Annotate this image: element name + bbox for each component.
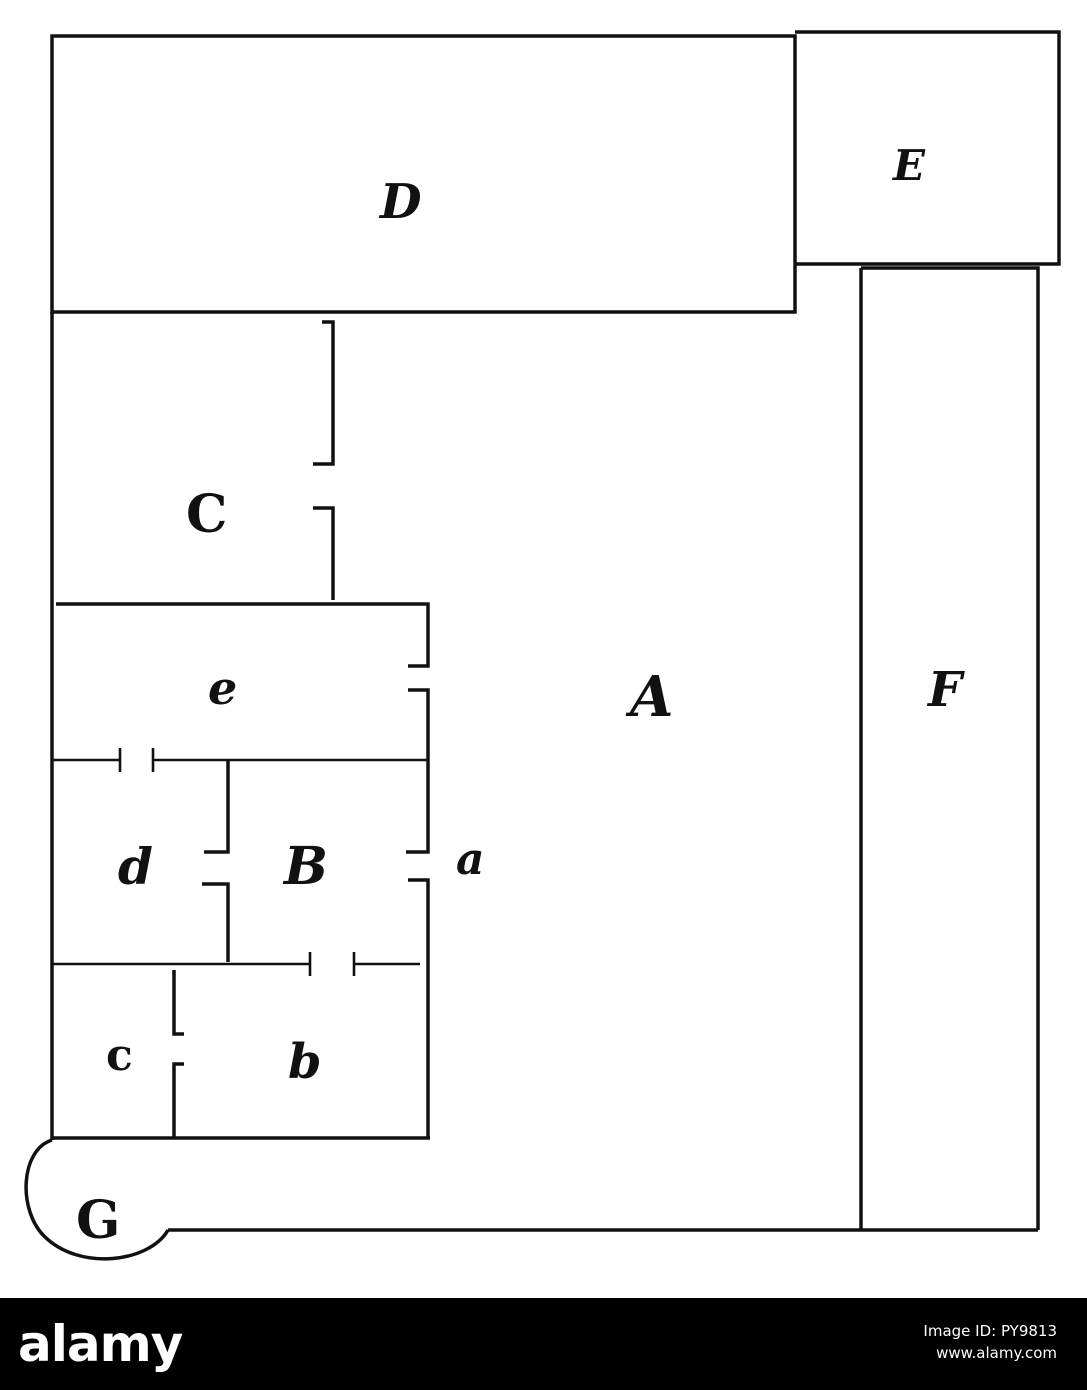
label-room-B: B — [282, 836, 328, 897]
room-E-outline — [795, 30, 1061, 266]
label-room-E: E — [892, 141, 926, 190]
tower-G-outline — [24, 1138, 170, 1261]
floor-plan: D E C e A F d B a c b G — [24, 30, 1061, 1261]
image-id: Image ID: PY9813 — [923, 1322, 1057, 1340]
room-D-outline — [50, 34, 797, 314]
label-room-c: c — [106, 1030, 133, 1081]
wall-c-b-lower — [172, 1062, 184, 1138]
wall-d-B-upper — [204, 760, 230, 854]
label-room-A: A — [625, 664, 673, 730]
label-room-G: G — [76, 1190, 120, 1251]
image-id-text: Image ID: PY9813 www.alamy.com — [923, 1320, 1057, 1364]
wall-B-A-upper — [406, 760, 430, 854]
wall-c-b-upper — [172, 970, 184, 1036]
corridor-F-right-wall — [861, 266, 1040, 1230]
label-room-C: C — [186, 484, 227, 545]
label-room-e: e — [208, 661, 237, 715]
watermark-footer: alamy Image ID: PY9813 www.alamy.com — [0, 1298, 1087, 1390]
label-room-F: F — [926, 662, 965, 718]
label-room-D: D — [378, 174, 422, 230]
label-door-a: a — [456, 834, 485, 885]
label-room-b: b — [288, 1034, 322, 1090]
brand-logo: alamy — [18, 1315, 183, 1373]
room-C-wall-upper — [313, 320, 335, 466]
room-C-wall-lower — [313, 506, 335, 600]
wall-B-A-lower — [408, 878, 430, 1138]
wall-d-B-lower — [202, 882, 230, 962]
room-e-wall-upper — [56, 602, 430, 668]
room-e-wall-lower — [408, 688, 430, 760]
label-room-d: d — [118, 837, 153, 896]
site-url: www.alamy.com — [936, 1344, 1057, 1362]
